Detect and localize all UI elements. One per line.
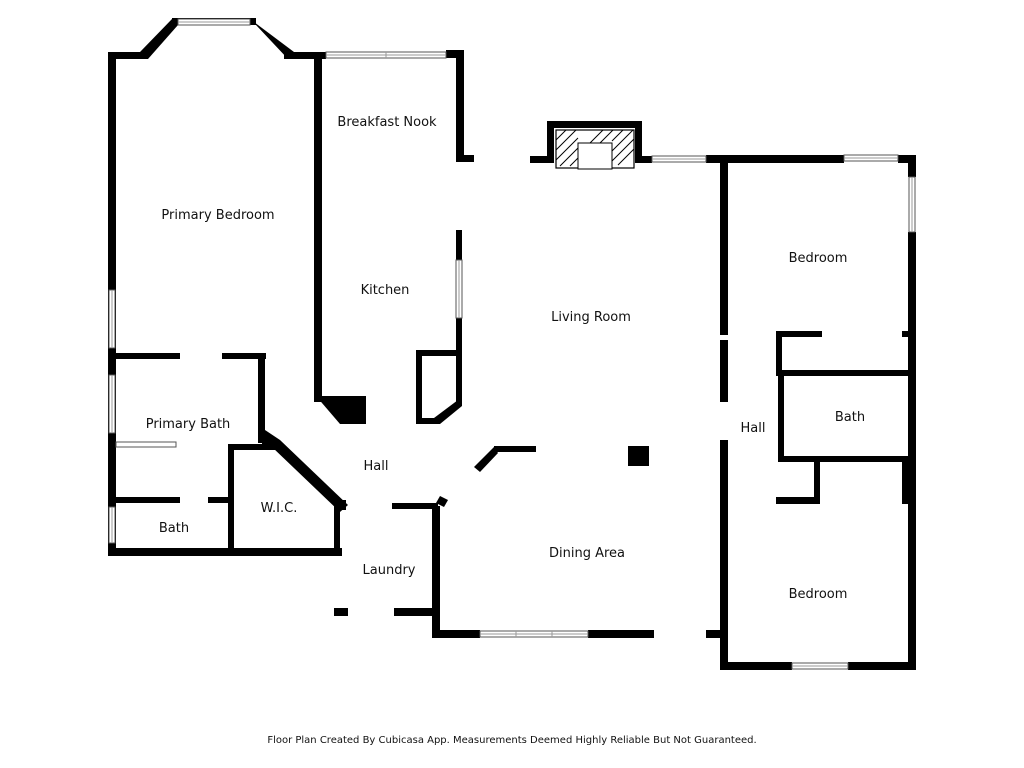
wall-dining-top [494, 446, 536, 452]
wall-bedroom-top-hall-v [776, 331, 782, 376]
wall-top-right-b [898, 155, 916, 163]
wall-bed-kitchen [314, 52, 322, 402]
label-primary-bedroom: Primary Bedroom [161, 208, 274, 223]
wall-right-outer-upper [908, 232, 916, 670]
label-primary-bath: Primary Bath [146, 417, 231, 432]
wall-wic-diag [262, 428, 348, 512]
wall-pantry-top [416, 350, 460, 356]
wall-fireplace-bl [530, 156, 554, 163]
wall-wic-bottom [108, 548, 342, 556]
wall-bath-right-left [778, 370, 784, 462]
wall-wic-top [228, 444, 280, 450]
wall-bedroom-bottom-floor-r [848, 662, 916, 670]
fireplace [555, 129, 635, 170]
wall-dining-bottom-right [706, 630, 728, 638]
label-hall-right: Hall [741, 421, 766, 436]
wall-bedroom-top-hall [776, 331, 822, 337]
wall-kitchen-right-stub [456, 155, 474, 162]
label-bedroom-bottom: Bedroom [789, 587, 848, 602]
wall-hall-right-bottom [776, 497, 820, 504]
wall-fireplace-top [547, 121, 642, 128]
wall-bath-right-bottom [778, 456, 910, 462]
wall-bay-left [140, 19, 178, 59]
label-kitchen: Kitchen [361, 283, 410, 298]
wall-pantry-bottom [416, 418, 440, 424]
wall-fireplace-right [635, 121, 642, 163]
column [628, 446, 649, 466]
label-bedroom-top: Bedroom [789, 251, 848, 266]
wall-dining-diag [474, 447, 498, 472]
wall-living-right-lower [720, 340, 728, 402]
wall-laundry-bottom-left [334, 608, 348, 616]
windows [108, 18, 916, 670]
label-laundry: Laundry [363, 563, 416, 578]
wall-pbath-bottom-right [208, 497, 234, 503]
wall-dining-bottom-mid [588, 630, 654, 638]
wall-dining-left [432, 506, 440, 638]
room-labels: Primary Bedroom Breakfast Nook Kitchen L… [146, 115, 865, 602]
wall-closet-top-right [902, 456, 910, 504]
wall-living-right-bottom [720, 440, 728, 670]
wall-bay-right [250, 19, 294, 59]
wall-laundry-bottom-right [394, 608, 438, 616]
wall-fireplace-left [547, 121, 554, 163]
wall-pantry-left [416, 350, 422, 424]
wall-dining-bottom-left [432, 630, 480, 638]
wall-laundry-top [392, 503, 438, 509]
label-bath-right: Bath [835, 410, 865, 425]
wall-bedroom-bottom-floor [720, 662, 792, 670]
wall-bath-right-top [778, 370, 910, 376]
kitchen-corner-block [316, 396, 366, 424]
wall-pantry-diag [434, 400, 462, 424]
wall-kitchen-top-right [446, 50, 464, 58]
wall-pbath-top-right [222, 353, 266, 359]
wall-top-left [108, 52, 148, 59]
label-living-room: Living Room [551, 310, 631, 325]
wall-laundry-diag [436, 496, 448, 507]
label-breakfast-nook: Breakfast Nook [337, 115, 437, 130]
wall-kitchen-right-mid [456, 230, 462, 260]
wall-top-mid [284, 52, 326, 59]
wall-pbath-bottom [108, 497, 180, 503]
wall-kitchen-right-lower [456, 318, 462, 406]
wall-laundry-left [334, 500, 340, 556]
wall-closet-v [814, 456, 820, 504]
wall-pbath-top-left [108, 353, 180, 359]
wall-fireplace-br [635, 156, 652, 163]
wall-right-outer-top [908, 155, 916, 177]
label-dining-area: Dining Area [549, 546, 625, 561]
wall-bedroom-top-right-stub [902, 331, 910, 337]
wall-kitchen-right-upper [456, 50, 464, 162]
wall-top-right-a [706, 155, 844, 163]
label-wic: W.I.C. [261, 501, 298, 516]
footer-disclaimer: Floor Plan Created By Cubicasa App. Meas… [267, 735, 757, 746]
wall-pbath-right [258, 353, 265, 443]
label-bath-left: Bath [159, 521, 189, 536]
tub-edge [115, 441, 177, 448]
wall-living-right-upper [720, 155, 728, 335]
walls [108, 18, 916, 670]
label-hall-center: Hall [364, 459, 389, 474]
